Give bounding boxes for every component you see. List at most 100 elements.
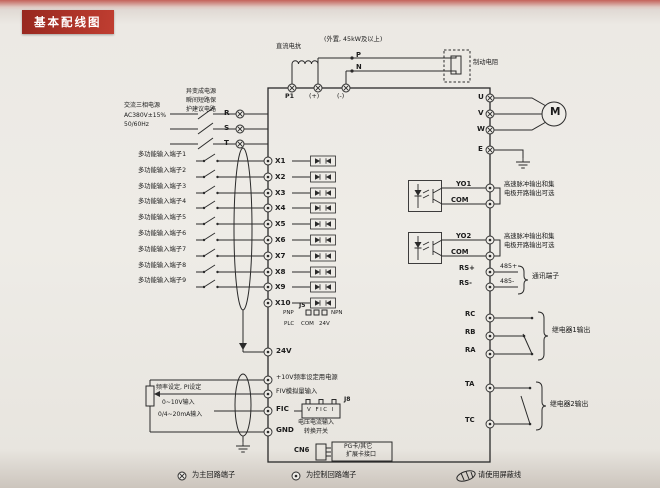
breaker-symbols [197,107,214,150]
braking-resistor-box [443,49,471,83]
relay1-output-label: 继电器1输出 [552,326,591,334]
terminal-p1-label: P1 [285,93,294,100]
multi-input-label-4: 多功能输入端子4 [138,198,187,205]
braking-resistor-symbol [450,55,462,75]
j8-pins-label: V FIC I [307,407,336,413]
terminal-x10: X10 [275,298,291,307]
terminal-minus-label: (-) [337,93,345,100]
j5-plc-label: PLC [284,321,295,327]
motor-label: M [550,106,561,118]
terminal-com2: COM [451,248,469,256]
terminal-x2: X2 [275,172,286,181]
rs485-minus-label: 485- [500,278,515,285]
terminal-e: E [478,144,483,153]
terminal-ta: TA [465,380,475,388]
range-voltage-label: 0~10V输入 [162,399,195,406]
protect-note-line3: 护建议电路 [186,106,217,113]
shielded-cable [233,147,253,311]
supply-line1: 交流三相电源 [124,102,161,109]
legend-shield-label: 请使用屏蔽线 [478,470,522,479]
protect-note-line1: 异变成电源 [186,88,217,95]
legend-main-label: 为主回路端子 [192,470,236,479]
terminal-yo1: YO1 [456,180,472,188]
protect-note-line2: 瞬间短路保 [186,97,217,104]
pg-card-line1: PG卡/其它 [344,443,373,450]
terminal-n-label: N [356,63,362,71]
dc-reactor-coil [291,60,319,65]
terminal-fic: FIC [276,404,289,413]
pg-card-box [331,441,393,462]
terminal-tc: TC [465,416,475,424]
j5-npn-label: NPN [331,310,343,316]
j5-24v-label: 24V [319,321,330,327]
yo1-desc-line2: 电极开路输出可选 [504,190,555,197]
legend-main-terminal-icon [177,471,187,481]
terminal-r-label: R [224,108,230,117]
switch-note-line1: 电压电流输入 [298,419,335,426]
cn6-label: CN6 [294,446,310,454]
rs485-plus-label: 485+ [500,263,518,270]
terminal-w: W [477,124,485,133]
terminal-gnd: GND [276,425,294,434]
legend-control-label: 为控制回路端子 [306,470,357,479]
terminal-t-label: T [224,138,229,147]
terminal-u: U [478,92,484,101]
terminal-yo2: YO2 [456,232,472,240]
external-note: (外置, 45kW及以上) [324,36,383,43]
inverter-outline [267,87,491,463]
j5-com-label: COM [301,321,314,327]
pg-card-line2: 扩展卡接口 [346,451,377,458]
multi-input-label-5: 多功能输入端子5 [138,214,187,221]
switch-note-line2: 转换开关 [304,428,329,435]
terminal-p-label: P [356,51,361,59]
multi-input-label-8: 多功能输入端子8 [138,262,187,269]
potentiometer [145,385,155,407]
comm-terminal-label: 通讯端子 [532,272,560,280]
terminal-x4: X4 [275,203,286,212]
yo2-desc-line1: 高速脉冲输出和集 [504,233,555,240]
relay1-brace [537,311,549,361]
motor-symbol [541,101,567,127]
terminal-fiv-label: FIV模拟量输入 [276,388,318,395]
relay2-output-label: 继电器2输出 [550,400,589,408]
j5-label: J5 [299,302,306,309]
freq-set-label: 频率设定, PI设定 [156,384,202,391]
j5-jumper-pin [313,309,320,316]
photo-top-edge [0,0,660,10]
multi-input-label-7: 多功能输入端子7 [138,246,187,253]
terminal-ra: RA [465,346,476,354]
multi-input-label-2: 多功能输入端子2 [138,167,187,174]
cn6-connector [315,443,327,461]
multi-input-label-6: 多功能输入端子6 [138,230,187,237]
multi-input-label-9: 多功能输入端子9 [138,277,187,284]
terminal-rs-plus: RS+ [459,264,475,272]
yo1-desc-line1: 高速脉冲输出和集 [504,181,555,188]
terminal-10v-label: +10V频率设定用电源 [276,374,338,381]
diagram-lines [145,49,567,482]
terminal-s-label: S [224,123,230,132]
braking-resistor-label: 制动电阻 [473,59,499,66]
comm-brace [517,265,529,295]
terminal-x8: X8 [275,267,286,276]
terminal-24v: 24V [276,346,292,355]
terminal-v: V [478,108,484,117]
supply-line3: 50/60Hz [124,121,149,128]
shield-wire-icon [456,470,476,482]
supply-line2: AC380V±15% [124,112,167,119]
terminal-x6: X6 [275,235,286,244]
relay2-brace [535,381,547,431]
j8-label: J8 [344,396,351,403]
terminal-x1: X1 [275,156,286,165]
page-title: 基本配线图 [34,15,102,29]
section-banner: 基本配线图 [22,10,114,34]
range-current-label: 0/4~20mA输入 [158,411,203,418]
terminal-plus-label: (+) [309,93,320,100]
j5-jumper-pin [321,309,328,316]
terminal-rc: RC [465,310,476,318]
j5-jumper-pin [305,309,312,316]
terminal-x5: X5 [275,219,286,228]
dc-reactor-label: 直流电抗 [276,43,302,50]
terminal-x7: X7 [275,251,286,260]
